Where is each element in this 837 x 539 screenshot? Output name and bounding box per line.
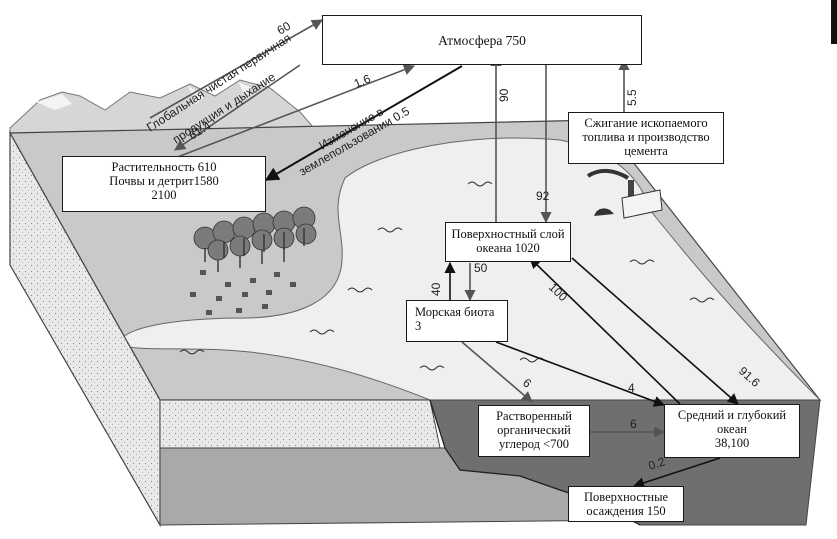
- doc-line-3: углерод <700: [499, 437, 569, 451]
- flow-arrow-1-6: [174, 64, 416, 159]
- flow-arrows: [149, 19, 739, 489]
- flow-label-1-6: 1.6: [352, 71, 373, 90]
- wave-marks: [179, 181, 715, 371]
- surface-ocean-line-1: Поверхностный слой: [451, 227, 565, 241]
- flow-label-0-2: 0.2: [647, 454, 668, 473]
- flow-arrow-61-4: [174, 64, 301, 151]
- atmosphere-box: Атмосфера 750: [322, 15, 642, 65]
- flow-labels: 60 61.4 1.6 90 92 5.5 50 40 100 91.6 6 4…: [186, 19, 763, 473]
- doc-line-2: органический: [497, 423, 571, 437]
- deep-ocean-box: Средний и глубокий океан 38,100: [664, 404, 800, 458]
- doc-line-1: Растворенный: [496, 409, 572, 423]
- deep-ocean-line-3: 38,100: [714, 436, 750, 450]
- marine-biota-line-1: Морская биота: [415, 305, 495, 319]
- fossil-line-3: цемента: [624, 144, 668, 158]
- flow-label-6b: 6: [630, 417, 637, 431]
- flow-arrow-4: [495, 341, 666, 407]
- flow-arrow-land-use: [264, 65, 463, 181]
- sediments-box: Поверхностные осаждения 150: [568, 486, 684, 522]
- flow-arrow-60: [149, 19, 323, 119]
- flow-label-60: 60: [275, 19, 294, 38]
- marine-biota-line-2: 3: [415, 319, 422, 333]
- tree-trunks: [204, 228, 305, 272]
- flow-arrow-100: [529, 257, 681, 405]
- flow-label-90: 90: [497, 88, 511, 102]
- surface-ocean-line-2: океана 1020: [476, 241, 540, 255]
- page-edge-mark: [831, 0, 837, 44]
- deep-ocean-line-2: океан: [717, 422, 747, 436]
- flow-arrow-91-6: [571, 257, 739, 405]
- atmosphere-label: Атмосфера 750: [438, 33, 526, 48]
- flow-label-4: 4: [628, 381, 635, 395]
- deep-ocean-line-1: Средний и глубокий: [677, 408, 787, 422]
- fossil-line-2: топлива и производство: [582, 130, 710, 144]
- front-face-sand: [159, 399, 441, 449]
- vegetation-soil-box: Растительность 610 Почвы и детрит1580 21…: [62, 156, 266, 212]
- factory: [586, 169, 663, 219]
- fossil-line-1: Сжигание ископаемого: [584, 116, 708, 130]
- flow-label-50: 50: [474, 261, 488, 275]
- vegetation-total: 2100: [151, 188, 177, 202]
- flow-label-5-5: 5.5: [625, 89, 639, 106]
- surface-ocean-box: Поверхностный слой океана 1020: [445, 222, 571, 262]
- flow-label-40: 40: [429, 282, 443, 296]
- fossil-fuel-box: Сжигание ископаемого топлива и производс…: [568, 112, 724, 164]
- dissolved-carbon-box: Растворенный органический углерод <700: [478, 405, 590, 457]
- flow-arrow-6a: [461, 341, 533, 403]
- flow-arrow-0-2: [632, 457, 721, 489]
- soil-line: Почвы и детрит1580: [109, 174, 219, 188]
- vegetation-line: Растительность 610: [111, 160, 217, 174]
- marine-biota-box: Морская биота 3: [406, 300, 508, 342]
- tree-stumps: [190, 270, 296, 315]
- flow-label-92: 92: [536, 189, 550, 203]
- sediments-line-2: осаждения 150: [586, 504, 666, 518]
- sediments-line-1: Поверхностные: [583, 490, 669, 504]
